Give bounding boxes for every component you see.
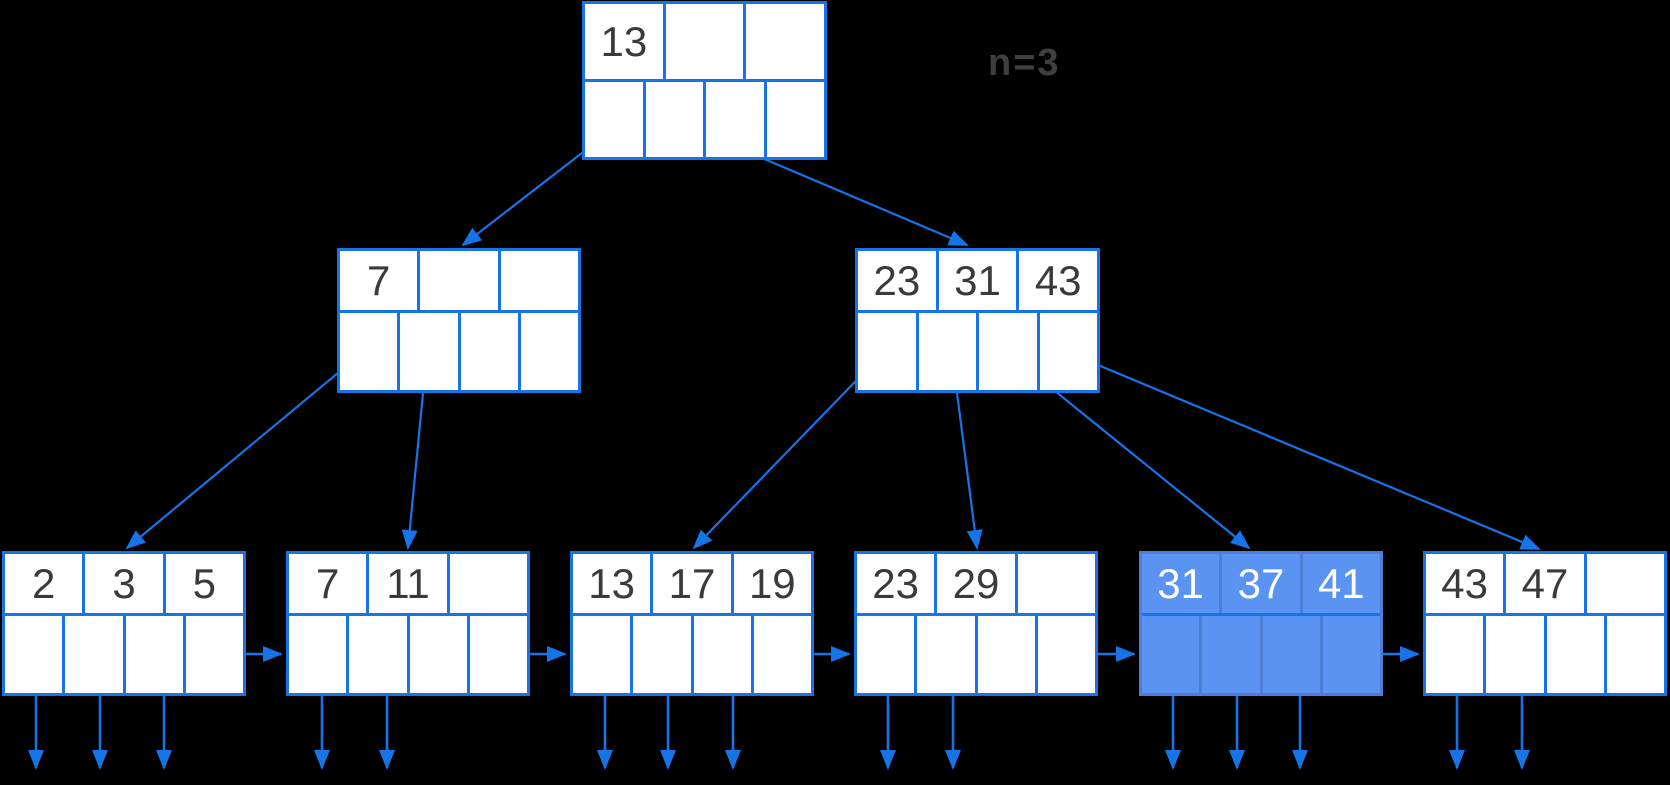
key-row: 43 47 bbox=[1426, 554, 1664, 613]
pointer-cell bbox=[1199, 616, 1259, 693]
pointer-cell bbox=[974, 616, 1035, 693]
btree-leaf-node-4: 23 29 bbox=[854, 551, 1098, 696]
pointer-cell bbox=[858, 313, 916, 390]
key-row: 7 11 bbox=[289, 554, 527, 613]
pointer-cell bbox=[340, 313, 397, 390]
key-row: 31 37 41 bbox=[1142, 554, 1380, 613]
pointer-cell bbox=[182, 616, 243, 693]
pointer-cell bbox=[573, 616, 630, 693]
key-row: 13 bbox=[585, 4, 824, 79]
pointer-row bbox=[1142, 613, 1380, 693]
btree-internal-node-right: 23 31 43 bbox=[855, 248, 1100, 393]
key-cell: 13 bbox=[600, 17, 648, 65]
key-cell bbox=[1583, 554, 1664, 613]
key-cell bbox=[743, 4, 824, 79]
pointer-cell bbox=[517, 313, 578, 390]
pointer-cell bbox=[1259, 616, 1320, 693]
key-cell: 37 bbox=[1219, 554, 1299, 613]
pointer-cell bbox=[763, 82, 825, 157]
pointer-row bbox=[340, 310, 578, 390]
key-cell: 23 bbox=[872, 559, 920, 607]
btree-internal-node-left: 7 bbox=[337, 248, 581, 393]
pointer-row bbox=[585, 79, 824, 157]
key-cell: 17 bbox=[650, 554, 730, 613]
key-cell bbox=[497, 251, 578, 310]
pointer-cell bbox=[750, 616, 811, 693]
pointer-cell bbox=[62, 616, 122, 693]
pointer-cell bbox=[1483, 616, 1543, 693]
key-cell: 2 bbox=[31, 559, 56, 607]
pointer-cell bbox=[690, 616, 751, 693]
pointer-row bbox=[857, 613, 1095, 693]
pointer-cell bbox=[915, 313, 977, 390]
pointer-cell bbox=[630, 616, 690, 693]
pointer-cell bbox=[5, 616, 62, 693]
pointer-cell bbox=[585, 82, 643, 157]
pointer-row bbox=[858, 310, 1097, 390]
pointer-cell bbox=[642, 82, 704, 157]
key-row: 7 bbox=[340, 251, 578, 310]
pointer-cell bbox=[1142, 616, 1199, 693]
pointer-cell bbox=[346, 616, 406, 693]
key-row: 13 17 19 bbox=[573, 554, 811, 613]
parent-child-arrow bbox=[125, 352, 363, 550]
key-cell: 7 bbox=[315, 559, 340, 607]
pointer-cell bbox=[466, 616, 527, 693]
pointer-cell bbox=[1319, 616, 1380, 693]
pointer-cell bbox=[914, 616, 974, 693]
pointer-cell bbox=[857, 616, 914, 693]
btree-leaf-node-2: 7 11 bbox=[286, 551, 530, 696]
key-cell bbox=[1014, 554, 1095, 613]
pointer-cell bbox=[1034, 616, 1095, 693]
key-row: 23 31 43 bbox=[858, 251, 1097, 310]
pointer-row bbox=[1426, 613, 1664, 693]
key-cell bbox=[417, 251, 497, 310]
btree-leaf-node-5-highlighted: 31 37 41 bbox=[1139, 551, 1383, 696]
key-row: 23 29 bbox=[857, 554, 1095, 613]
pointer-row bbox=[5, 613, 243, 693]
order-label: n=3 bbox=[988, 42, 1061, 84]
key-cell: 29 bbox=[934, 554, 1014, 613]
pointer-row bbox=[289, 613, 527, 693]
pointer-cell bbox=[289, 616, 346, 693]
pointer-cell bbox=[1543, 616, 1604, 693]
pointer-row bbox=[573, 613, 811, 693]
key-cell bbox=[446, 554, 527, 613]
key-cell: 41 bbox=[1299, 554, 1380, 613]
key-cell: 23 bbox=[873, 256, 921, 304]
btree-leaf-node-3: 13 17 19 bbox=[570, 551, 814, 696]
key-cell: 7 bbox=[366, 256, 391, 304]
pointer-cell bbox=[703, 82, 764, 157]
btree-root-node: 13 bbox=[582, 1, 827, 160]
btree-leaf-node-6: 43 47 bbox=[1423, 551, 1667, 696]
key-cell: 31 bbox=[1157, 559, 1205, 607]
key-cell: 13 bbox=[588, 559, 636, 607]
pointer-cell bbox=[1603, 616, 1664, 693]
pointer-cell bbox=[397, 313, 457, 390]
key-cell: 3 bbox=[82, 554, 162, 613]
key-cell bbox=[662, 4, 744, 79]
key-cell: 31 bbox=[935, 251, 1017, 310]
pointer-cell bbox=[457, 313, 518, 390]
key-cell: 11 bbox=[366, 554, 446, 613]
parent-child-arrow bbox=[692, 353, 883, 550]
pointer-cell bbox=[122, 616, 183, 693]
pointer-cell bbox=[406, 616, 467, 693]
parent-child-arrow bbox=[1073, 353, 1541, 551]
btree-leaf-node-1: 2 3 5 bbox=[2, 551, 246, 696]
pointer-cell bbox=[1036, 313, 1098, 390]
pointer-cell bbox=[976, 313, 1037, 390]
pointer-cell bbox=[1426, 616, 1483, 693]
key-cell: 47 bbox=[1503, 554, 1583, 613]
key-row: 2 3 5 bbox=[5, 554, 243, 613]
key-cell: 19 bbox=[730, 554, 811, 613]
key-cell: 43 bbox=[1016, 251, 1097, 310]
key-cell: 43 bbox=[1441, 559, 1489, 607]
key-cell: 5 bbox=[162, 554, 243, 613]
